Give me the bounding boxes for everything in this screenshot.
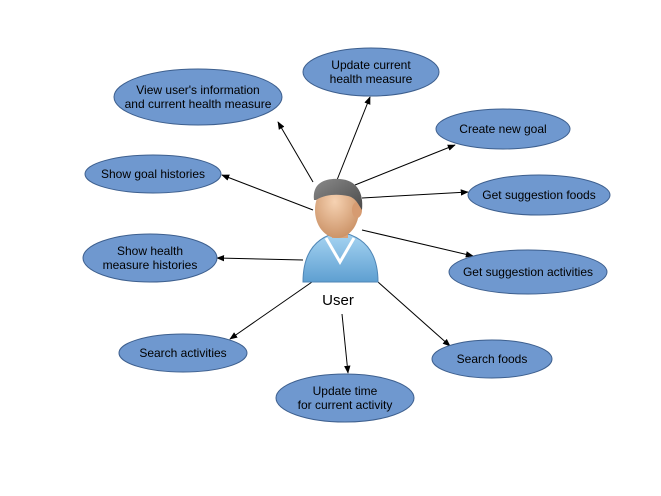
use-case-label-line: Update time <box>313 384 378 398</box>
use-case-show-goal-histories: Show goal histories <box>84 154 222 194</box>
use-case-label-line: Get suggestion foods <box>482 188 595 202</box>
arrow-to-get-suggestion-activities <box>361 229 474 258</box>
use-case-ellipse <box>84 154 222 194</box>
actor-hair <box>313 178 363 210</box>
use-case-get-suggestion-activities: Get suggestion activities <box>448 249 608 295</box>
use-case-label-line: Search activities <box>139 346 226 360</box>
arrow-to-show-goal-histories <box>221 174 314 211</box>
actor-label: User <box>322 292 354 309</box>
use-case-ellipse <box>435 108 571 150</box>
use-case-label-line: measure histories <box>103 258 198 272</box>
use-case-label-line: Get suggestion activities <box>463 265 593 279</box>
use-case-label-line: View user's information <box>136 83 259 97</box>
actor-ear <box>352 202 362 218</box>
use-case-label-line: Create new goal <box>459 122 546 136</box>
use-case-label-line: Update current <box>331 58 411 72</box>
arrow-to-create-new-goal <box>354 144 456 186</box>
use-case-label-line: Show health <box>117 244 183 258</box>
arrow-to-get-suggestion-foods <box>361 189 469 199</box>
use-case-ellipse <box>118 333 248 373</box>
arrow-to-view-users-information <box>277 121 314 183</box>
actor-shirt <box>302 231 379 283</box>
use-case-ellipse <box>302 47 440 97</box>
arrow-to-search-foods <box>377 281 451 347</box>
arrow-to-show-health-measure-histories <box>216 254 304 262</box>
use-case-label-line: health measure <box>330 72 413 86</box>
arrow-to-search-activities <box>229 281 313 340</box>
user-actor-icon: User <box>302 178 379 309</box>
arrow-to-update-current-health-measure <box>336 96 371 181</box>
use-case-label-line: Search foods <box>457 352 528 366</box>
use-case-label-line: Show goal histories <box>101 167 205 181</box>
use-case-ellipse <box>467 174 611 216</box>
actor-collar <box>324 237 356 265</box>
use-case-create-new-goal: Create new goal <box>435 108 571 150</box>
use-case-label-line: and current health measure <box>125 97 272 111</box>
arrow-to-update-time-for-current-activity <box>341 313 351 374</box>
use-case-ellipse <box>82 233 218 283</box>
use-case-get-suggestion-foods: Get suggestion foods <box>467 174 611 216</box>
use-case-ellipse <box>448 249 608 295</box>
use-case-ellipse <box>113 68 283 126</box>
use-case-ellipse <box>275 373 415 423</box>
use-case-ellipse <box>431 339 553 379</box>
association-arrows <box>216 96 474 374</box>
use-case-search-activities: Search activities <box>118 333 248 373</box>
use-case-label-line: for current activity <box>298 398 393 412</box>
use-case-search-foods: Search foods <box>431 339 553 379</box>
